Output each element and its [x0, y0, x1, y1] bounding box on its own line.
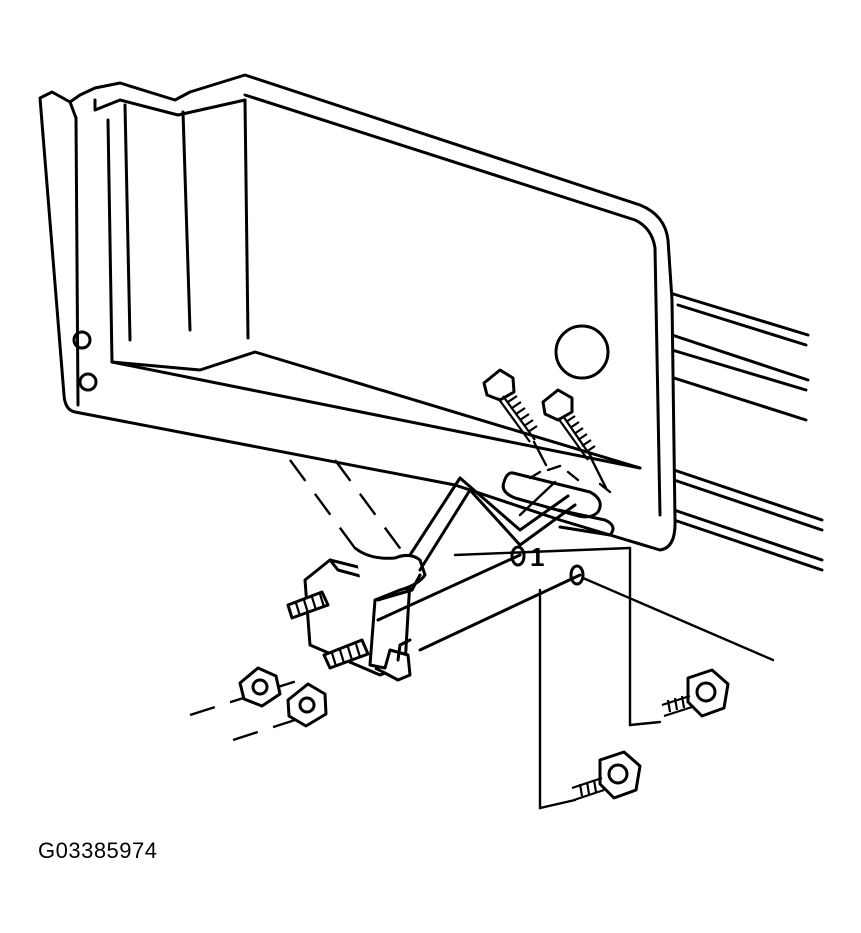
lower-bolt-left — [571, 750, 642, 802]
bracket-stud-upper — [286, 590, 330, 620]
support-panel — [38, 73, 677, 552]
nut-upper — [238, 666, 282, 708]
lower-bolt-right — [661, 668, 730, 718]
stabilizer-bracket — [303, 476, 577, 682]
callout-number: 1 — [530, 542, 544, 572]
upper-bolt-right — [541, 388, 608, 490]
leader-lines — [453, 546, 775, 810]
tie-rods — [376, 545, 585, 652]
nut-lower — [286, 682, 328, 728]
bracket-stud-lower — [322, 638, 370, 670]
frame-rail — [668, 291, 824, 572]
upper-bolt-left — [482, 368, 548, 467]
figure-id-label: G03385974 — [38, 838, 158, 863]
